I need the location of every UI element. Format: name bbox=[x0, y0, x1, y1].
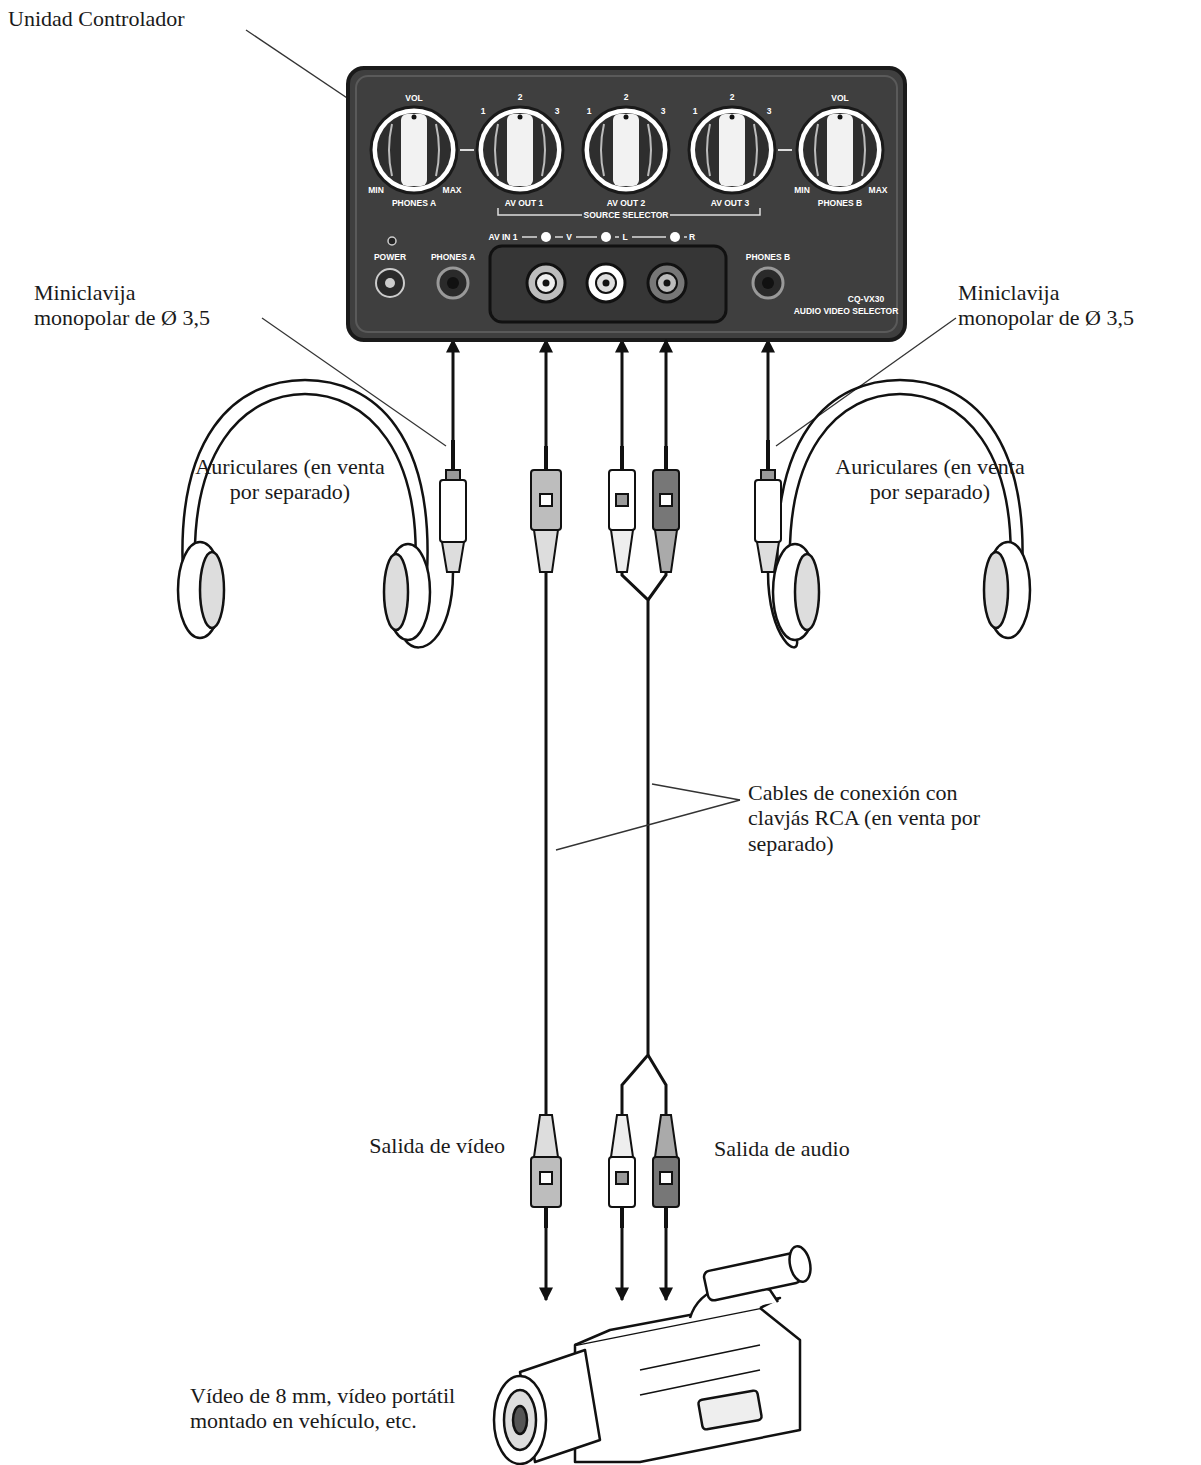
panel-label: MIN bbox=[794, 186, 810, 195]
panel-label: PHONES B bbox=[746, 253, 790, 262]
panel-label: AV IN 1 bbox=[488, 233, 517, 242]
leader-line bbox=[246, 30, 956, 850]
part-label: Auriculares (en venta por separado) bbox=[195, 454, 385, 505]
panel-label: PHONES A bbox=[431, 253, 475, 262]
panel-label: 1 bbox=[481, 107, 486, 116]
callout-label: Miniclavija monopolar de Ø 3,5 bbox=[958, 280, 1153, 331]
headphones: Auriculares (en venta por separado) bbox=[165, 440, 465, 660]
panel-label: PHONES A bbox=[392, 199, 436, 208]
panel-label: 1 bbox=[693, 107, 698, 116]
panel-label: AV OUT 3 bbox=[711, 199, 750, 208]
panel-label: 3 bbox=[767, 107, 772, 116]
panel-label: 2 bbox=[518, 93, 523, 102]
camcorder: Vídeo de 8 mm, vídeo portátil montado en… bbox=[185, 1300, 825, 1465]
panel-label: SOURCE SELECTOR bbox=[584, 211, 669, 220]
callout-label: Unidad Controlador bbox=[8, 6, 268, 31]
callout-label: Salida de vídeo bbox=[300, 1133, 505, 1158]
controller-unit: VOL MIN MAX PHONES A 1 2 3 1 2 3 1 2 3 AV OUT 1 AV OUT… bbox=[348, 68, 905, 340]
panel-label: R bbox=[689, 233, 695, 242]
panel-label: 2 bbox=[730, 93, 735, 102]
panel-label: AV OUT 1 bbox=[505, 199, 544, 208]
panel-label: CQ-VX30 bbox=[848, 295, 884, 304]
callout-label: Salida de audio bbox=[714, 1136, 914, 1161]
controller-unit bbox=[348, 68, 905, 340]
panel-label: V bbox=[566, 233, 572, 242]
panel-label: 1 bbox=[587, 107, 592, 116]
panel-label: PHONES B bbox=[818, 199, 862, 208]
panel-label: MAX bbox=[869, 186, 888, 195]
part-label: Auriculares (en venta por separado) bbox=[835, 454, 1025, 505]
mini-plug bbox=[440, 440, 781, 572]
panel-label: AUDIO VIDEO SELECTOR bbox=[794, 307, 899, 316]
headphones bbox=[178, 380, 453, 647]
panel-label: L bbox=[622, 233, 627, 242]
panel-label: MIN bbox=[368, 186, 384, 195]
callout-label: Miniclavija monopolar de Ø 3,5 bbox=[34, 280, 229, 331]
panel-label: VOL bbox=[831, 94, 848, 103]
panel-label: 2 bbox=[624, 93, 629, 102]
cable-connector bbox=[767, 340, 770, 440]
panel-label: 3 bbox=[555, 107, 560, 116]
rca-plug bbox=[531, 446, 679, 572]
headphones: Auriculares (en venta por separado) bbox=[735, 440, 1035, 660]
panel-label: MAX bbox=[443, 186, 462, 195]
device-caption: Vídeo de 8 mm, vídeo portátil montado en… bbox=[190, 1383, 460, 1434]
camcorder bbox=[494, 1244, 814, 1464]
panel-label: POWER bbox=[374, 253, 406, 262]
headphones bbox=[768, 380, 1030, 647]
cable-connector bbox=[452, 340, 455, 440]
rca-plug bbox=[531, 1115, 679, 1228]
callout-label: Cables de conexión con clavjás RCA (en v… bbox=[748, 780, 1018, 856]
panel-label: VOL bbox=[405, 94, 422, 103]
panel-label: AV OUT 2 bbox=[607, 199, 646, 208]
panel-label: 3 bbox=[661, 107, 666, 116]
